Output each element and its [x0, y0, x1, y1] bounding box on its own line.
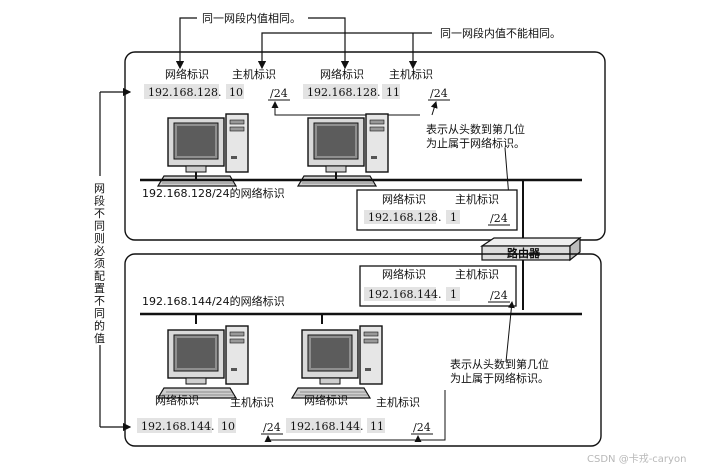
net2-pc2-address: 网络标识 主机标识 192.168.144. 11 /24: [286, 393, 433, 435]
net2-prefix-note: 表示从头数到第几位 为止属于网络标识。: [450, 357, 549, 385]
net1-pc2-address: 网络标识 主机标识 192.168.128. 11 /24: [303, 67, 450, 101]
svg-text:网络标识: 网络标识: [165, 67, 209, 81]
side-note-char: 同: [94, 220, 105, 233]
router-label: 路由器: [507, 246, 541, 260]
net2-computer-1: [157, 325, 249, 399]
svg-text:192.168.144.: 192.168.144.: [368, 288, 441, 301]
svg-text:/24: /24: [490, 289, 508, 302]
svg-text:网络标识: 网络标识: [155, 393, 199, 407]
svg-text:192.168.128.: 192.168.128.: [368, 211, 441, 224]
svg-text:网络标识: 网络标识: [304, 393, 348, 407]
net2-caption: 192.168.144/24的网络标识: [142, 294, 285, 308]
side-note-char: 网: [94, 182, 105, 195]
bracket-same-left: [175, 17, 197, 70]
side-note-char: 不: [94, 295, 105, 308]
svg-text:11: 11: [386, 86, 400, 99]
net1-prefix-note: 表示从头数到第几位 为止属于网络标识。: [426, 122, 525, 150]
svg-text:/24: /24: [263, 421, 281, 434]
svg-text:网络标识: 网络标识: [382, 267, 426, 281]
net2-computer-2: [291, 325, 383, 399]
net1-computer-2: [297, 113, 389, 187]
watermark: CSDN @卡戎-caryon: [587, 452, 686, 465]
side-note-char: 不: [94, 207, 105, 220]
net1-router-interface: 网络标识 主机标识 192.168.128. 1 /24: [356, 189, 518, 231]
svg-text:表示从头数到第几位: 表示从头数到第几位: [450, 357, 549, 371]
svg-text:10: 10: [229, 86, 243, 99]
svg-text:/24: /24: [430, 87, 448, 100]
svg-text:11: 11: [370, 420, 384, 433]
bracket-same-right: [308, 17, 350, 70]
svg-text:主机标识: 主机标识: [376, 395, 420, 409]
svg-text:192.168.128.: 192.168.128.: [307, 86, 380, 99]
side-note-char: 必: [94, 245, 105, 258]
svg-text:网络标识: 网络标识: [320, 67, 364, 81]
svg-text:/24: /24: [413, 421, 431, 434]
svg-text:主机标识: 主机标识: [389, 67, 433, 81]
side-note-char: 段: [94, 194, 105, 208]
top-note-same: 同一网段内值相同。: [202, 11, 301, 25]
side-note-char: 值: [94, 332, 105, 345]
svg-text:主机标识: 主机标识: [232, 67, 276, 81]
network-2-box: [124, 253, 602, 447]
router: 路由器: [480, 236, 582, 262]
svg-text:192.168.128.: 192.168.128.: [148, 86, 221, 99]
svg-text:192.168.144.: 192.168.144.: [290, 420, 363, 433]
network-1-box: [124, 51, 606, 241]
svg-text:网络标识: 网络标识: [382, 192, 426, 206]
side-note-char: 置: [94, 282, 105, 295]
svg-text:主机标识: 主机标识: [455, 267, 499, 281]
net1-computer-1: [157, 113, 249, 187]
svg-text:主机标识: 主机标识: [455, 192, 499, 206]
svg-text:为止属于网络标识。: 为止属于网络标识。: [450, 371, 549, 385]
side-note-char: 同: [94, 307, 105, 320]
side-note-char: 须: [94, 257, 105, 270]
svg-text:/24: /24: [270, 87, 288, 100]
svg-text:10: 10: [221, 420, 235, 433]
net2-router-interface: 网络标识 主机标识 192.168.144. 1 /24: [359, 265, 517, 307]
svg-text:主机标识: 主机标识: [230, 395, 274, 409]
svg-text:同一网段内值相同。: 同一网段内值相同。: [202, 11, 301, 25]
svg-text:192.168.144.: 192.168.144.: [141, 420, 214, 433]
net1-caption: 192.168.128/24的网络标识: [142, 186, 285, 200]
svg-text:1: 1: [450, 288, 457, 301]
net2-pc1-address: 网络标识 主机标识 192.168.144. 10 /24: [137, 393, 283, 435]
net1-pc1-address: 网络标识 主机标识 192.168.128. 10 /24: [144, 67, 290, 101]
svg-text:为止属于网络标识。: 为止属于网络标识。: [426, 136, 525, 150]
side-note-char: 则: [94, 232, 105, 245]
bracket-diff: [257, 32, 432, 70]
top-note-different: 同一网段内值不能相同。: [440, 26, 561, 40]
svg-text:1: 1: [450, 211, 457, 224]
svg-text:表示从头数到第几位: 表示从头数到第几位: [426, 122, 525, 136]
svg-text:/24: /24: [490, 212, 508, 225]
side-note-char: 配: [94, 270, 105, 283]
side-note-char: 的: [94, 319, 105, 333]
